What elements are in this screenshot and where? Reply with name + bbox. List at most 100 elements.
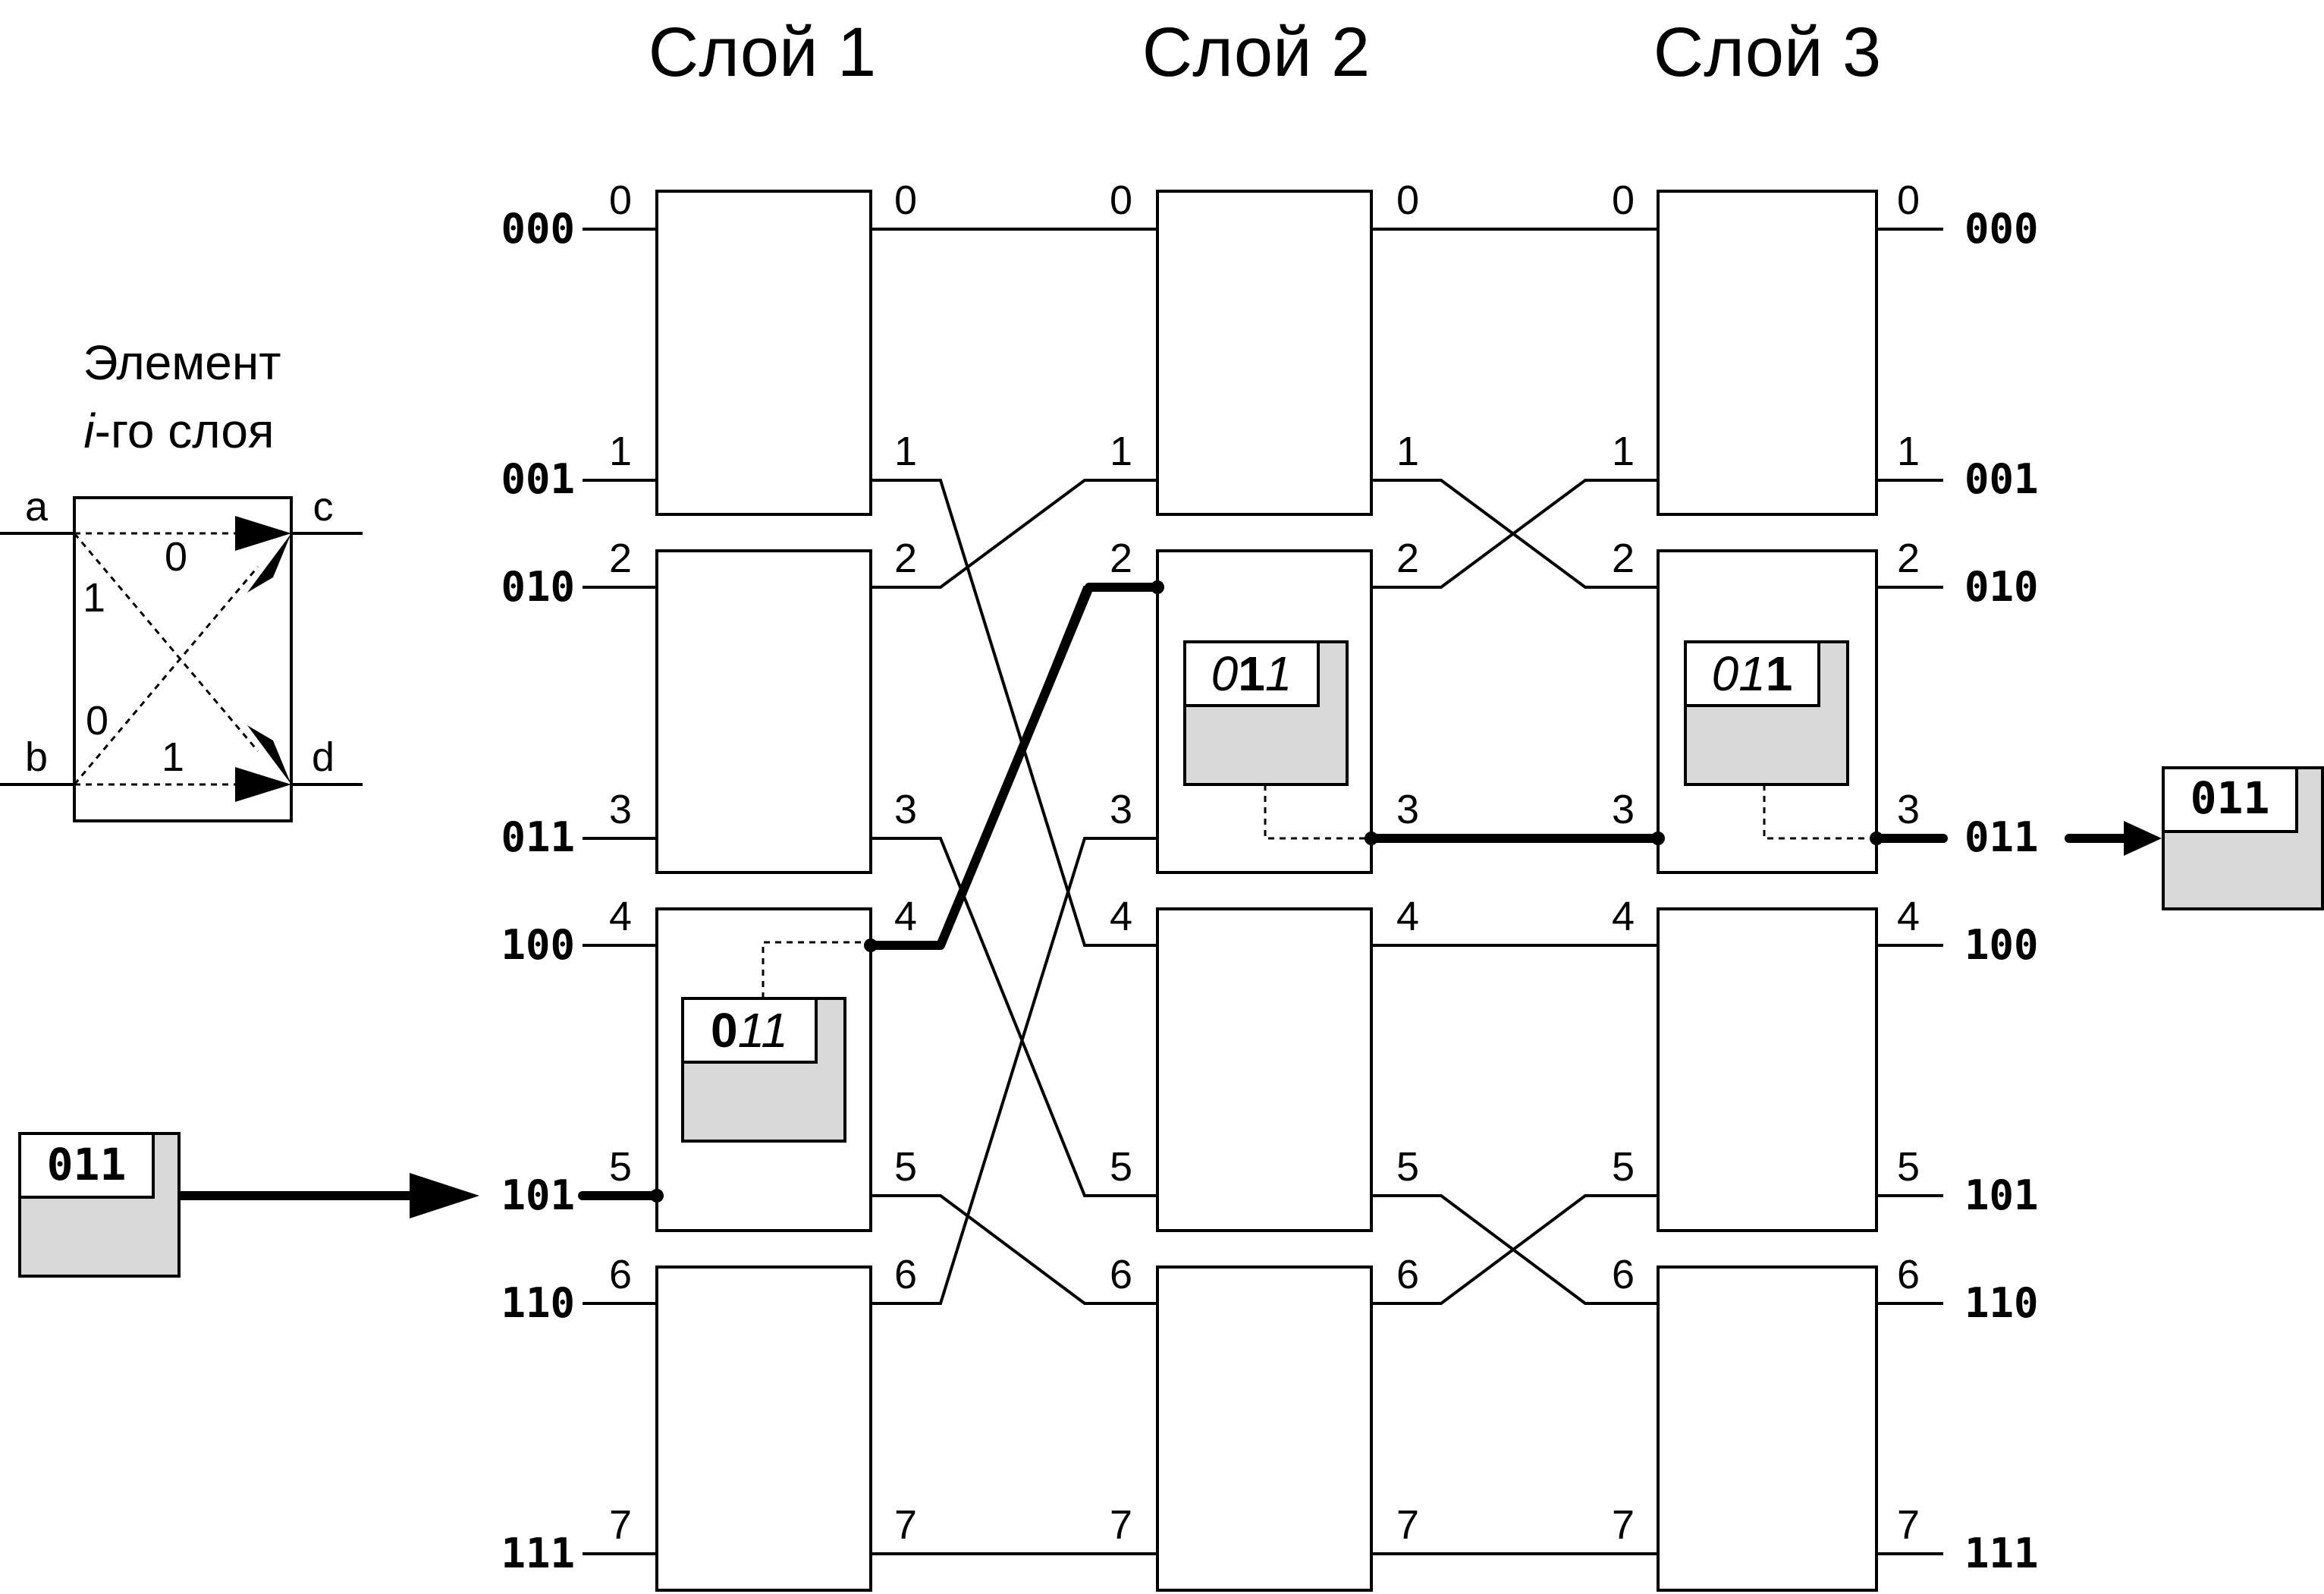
l3-in-port-1: 1 — [1612, 429, 1635, 474]
output-address-4: 100 — [1964, 921, 2039, 969]
l2-in-port-1: 1 — [1110, 429, 1132, 474]
l1-in-port-4: 4 — [609, 894, 632, 939]
switch-l3-0 — [1657, 190, 1878, 516]
l2-in-port-3: 3 — [1110, 787, 1132, 832]
legend-bit-diag-down: 1 — [83, 575, 105, 621]
output-address-2: 010 — [1964, 563, 2039, 611]
l2-out-port-1: 1 — [1396, 429, 1419, 474]
input-address-7: 111 — [501, 1530, 575, 1577]
switch-l2-0 — [1156, 190, 1373, 516]
l1-in-port-2: 2 — [609, 536, 632, 581]
layer-title-3: Слой 3 — [1653, 14, 1881, 91]
switch-l2-3 — [1156, 1265, 1373, 1592]
l3-out-port-5: 5 — [1897, 1144, 1920, 1190]
legend-arrow-b-d — [235, 767, 291, 802]
l2-in-port-7: 7 — [1110, 1502, 1132, 1548]
switch-l2-2 — [1156, 907, 1373, 1232]
l1-in-port-7: 7 — [609, 1502, 632, 1548]
packet-l3-bits: 011 — [1712, 646, 1793, 701]
layer-titles: Слой 1 Слой 2 Слой 3 — [649, 14, 1881, 91]
l1-out-port-2: 2 — [894, 536, 917, 581]
switch-l1-3 — [655, 1265, 872, 1592]
l1-out-port-0: 0 — [894, 178, 917, 223]
legend-arrow-b-c — [247, 533, 291, 593]
packet-l1: 011 — [681, 997, 846, 1143]
l3-in-port-5: 5 — [1612, 1144, 1635, 1190]
l2-out-port-4: 4 — [1396, 894, 1419, 939]
l2-out-port-3: 3 — [1396, 787, 1419, 832]
shuffle-wires-1-2 — [871, 228, 1157, 1555]
route-dots — [650, 580, 1883, 1203]
l2-in-port-6: 6 — [1110, 1252, 1132, 1297]
input-stubs — [583, 228, 657, 1555]
input-addresses: 000 001 010 011 100 101 110 111 — [501, 205, 575, 1577]
output-address-1: 001 — [1964, 455, 2039, 503]
route-arrowheads — [410, 821, 2162, 1218]
l3-in-port-2: 2 — [1612, 536, 1635, 581]
l1-in-port-5: 5 — [609, 1144, 632, 1190]
legend-arrow-a-c — [235, 516, 291, 551]
legend-path-a-d — [73, 533, 259, 752]
l2-out-port-0: 0 — [1396, 178, 1419, 223]
l2-in-port-2: 2 — [1110, 536, 1132, 581]
input-address-0: 000 — [501, 205, 575, 253]
l3-out-port-4: 4 — [1897, 894, 1920, 939]
l1-in-port-0: 0 — [609, 178, 632, 223]
l3-out-port-7: 7 — [1897, 1502, 1920, 1548]
legend-bit-diag-up: 0 — [86, 698, 108, 744]
input-address-3: 011 — [501, 813, 575, 861]
l1-out-port-1: 1 — [894, 429, 917, 474]
l3-in-port-4: 4 — [1612, 894, 1635, 939]
output-arrowhead — [2124, 821, 2162, 856]
source-packet: 011 — [18, 1132, 181, 1278]
output-addresses: 000 001 010 011 100 101 110 111 — [1964, 205, 2039, 1577]
source-packet-label: 011 — [47, 1139, 127, 1190]
l1-out-port-5: 5 — [894, 1144, 917, 1190]
input-address-1: 001 — [501, 455, 575, 503]
legend-port-d: d — [312, 734, 334, 780]
legend-arrow-a-d — [247, 725, 291, 784]
l2-in-port-4: 4 — [1110, 894, 1132, 939]
l2-out-port-7: 7 — [1396, 1502, 1419, 1548]
ports-layer-1: 0 1 2 3 4 5 6 7 0 1 2 3 4 5 6 7 — [609, 178, 917, 1548]
l1-in-port-6: 6 — [609, 1252, 632, 1297]
layer-title-1: Слой 1 — [649, 14, 876, 91]
input-address-6: 110 — [501, 1279, 575, 1327]
l3-out-port-0: 0 — [1897, 178, 1920, 223]
l2-in-port-5: 5 — [1110, 1144, 1132, 1190]
ports-layer-3: 0 1 2 3 4 5 6 7 0 1 2 3 4 5 6 7 — [1612, 178, 1920, 1548]
l1-out-port-7: 7 — [894, 1502, 917, 1548]
packet-route — [174, 583, 2128, 1200]
l2-out-port-5: 5 — [1396, 1144, 1419, 1190]
switch-elements — [655, 190, 1878, 1592]
legend-path-b-c — [73, 566, 259, 785]
l1-out-port-6: 6 — [894, 1252, 917, 1297]
destination-packet-label: 011 — [2191, 772, 2270, 824]
output-address-7: 111 — [1964, 1530, 2039, 1577]
l1-out-port-4: 4 — [894, 894, 917, 939]
packet-l2-bits: 011 — [1211, 646, 1292, 701]
input-address-5: 101 — [501, 1171, 575, 1219]
l2-out-port-6: 6 — [1396, 1252, 1419, 1297]
packet-l3: 011 — [1684, 640, 1849, 786]
legend-port-b: b — [25, 734, 48, 780]
packet-l1-bits: 011 — [711, 1003, 788, 1058]
l3-out-port-3: 3 — [1897, 787, 1920, 832]
l3-out-port-2: 2 — [1897, 536, 1920, 581]
packet-l2: 011 — [1183, 640, 1349, 786]
l3-in-port-7: 7 — [1612, 1502, 1635, 1548]
switch-l3-2 — [1657, 907, 1878, 1232]
legend-bit-bottom: 1 — [162, 734, 184, 780]
ports-layer-2: 0 1 2 3 4 5 6 7 0 1 2 3 4 5 6 7 — [1110, 178, 1419, 1548]
l3-out-port-1: 1 — [1897, 429, 1920, 474]
l3-out-port-6: 6 — [1897, 1252, 1920, 1297]
output-address-6: 110 — [1964, 1279, 2039, 1327]
output-stubs — [1876, 228, 1943, 1555]
input-address-4: 100 — [501, 921, 575, 969]
legend-port-a: a — [25, 484, 49, 530]
l2-out-port-2: 2 — [1396, 536, 1419, 581]
switch-l3-3 — [1657, 1265, 1878, 1592]
destination-packet: 011 — [2162, 766, 2324, 910]
legend: Элемент i-го слоя a b c d 0 — [0, 335, 363, 822]
